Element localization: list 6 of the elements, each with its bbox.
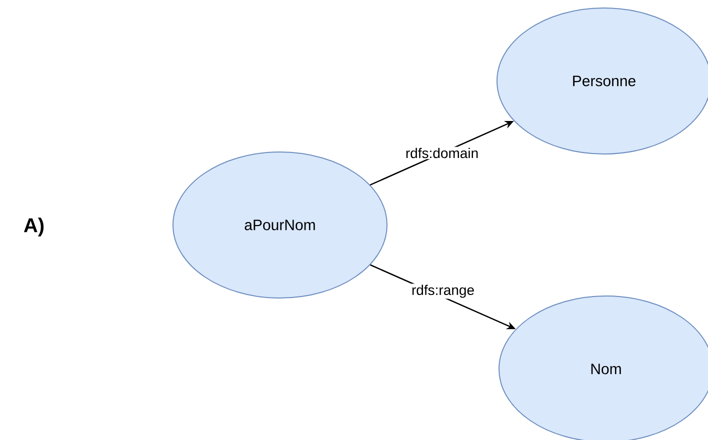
ellipse-node: Nom [498, 296, 708, 440]
panel-label: A) [24, 218, 44, 236]
edge-label: rdfs:domain [404, 146, 480, 160]
edge-label: rdfs:range [410, 284, 476, 299]
ellipse-node: Personne [496, 8, 708, 154]
ellipse-node: aPourNom [172, 152, 388, 298]
